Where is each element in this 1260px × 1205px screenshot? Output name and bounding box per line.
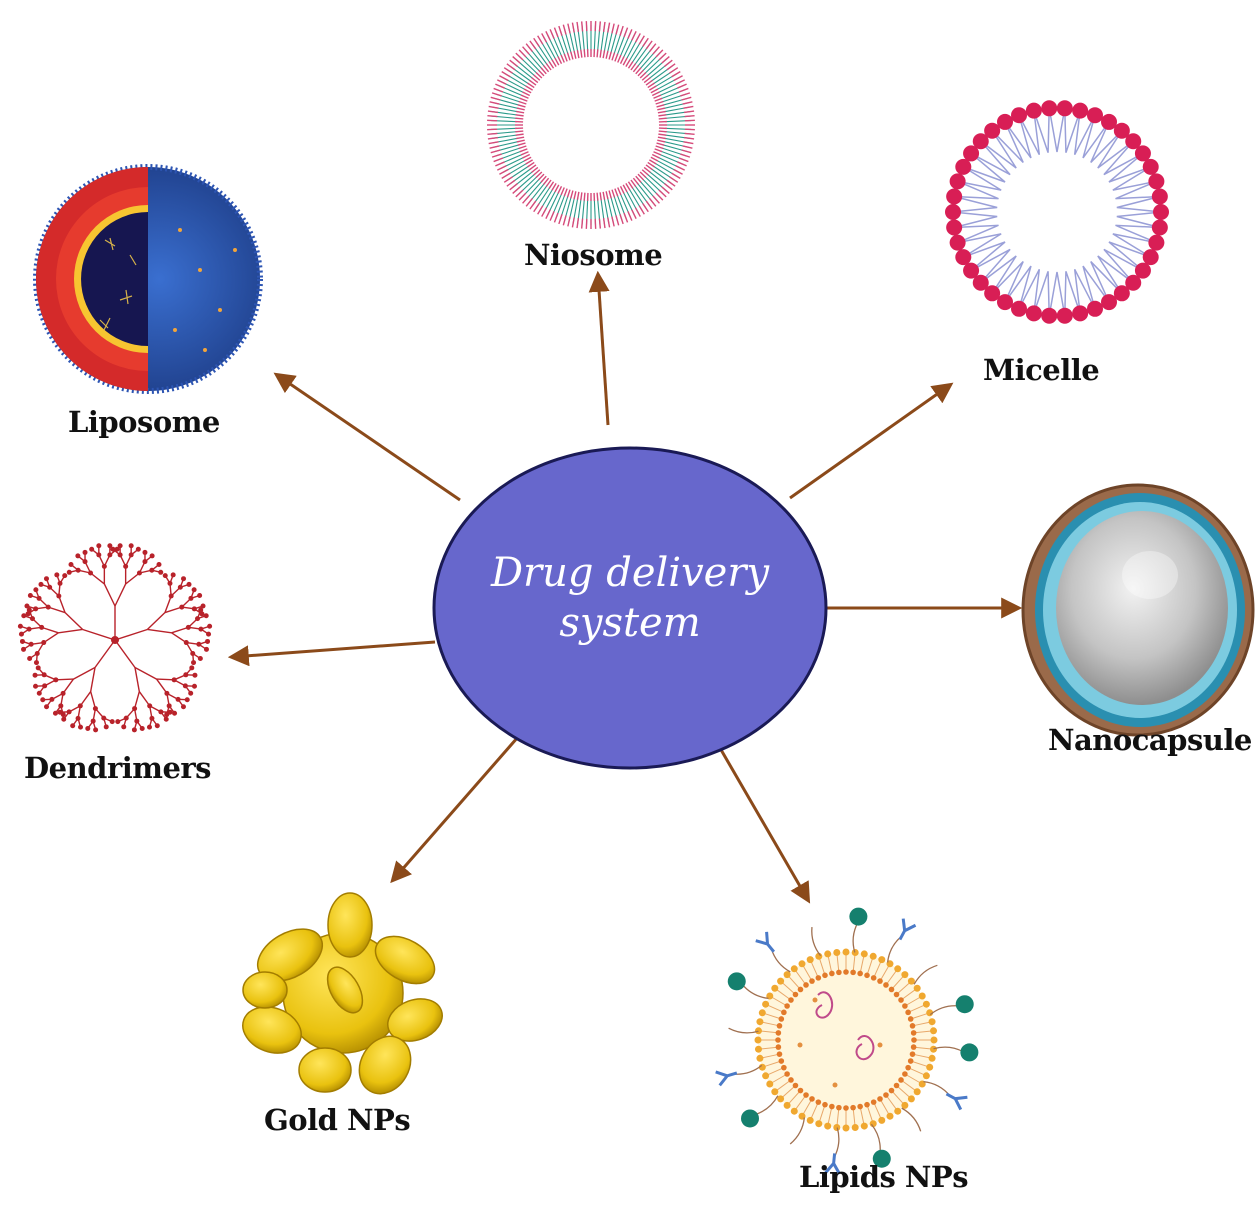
label-gold-nps: Gold NPs: [264, 1103, 411, 1137]
center-title-line1: Drug delivery: [490, 550, 770, 596]
center-node: [432, 446, 828, 770]
arrow-to-dendrimers: [227, 640, 436, 667]
label-liposome: Liposome: [68, 405, 220, 439]
dendrimer-icon: [17, 543, 213, 733]
lipids-nps-icon: [715, 907, 979, 1175]
niosome-icon: [487, 21, 695, 229]
center-title-line2: system: [559, 600, 701, 646]
arrow-to-micelle: [789, 382, 954, 500]
label-dendrimers: Dendrimers: [24, 751, 212, 785]
label-nanocapsule: Nanocapsule: [1048, 723, 1252, 757]
gold-nps-icon: [242, 892, 443, 1095]
arrow-to-lipids-nps: [718, 747, 811, 904]
arrow-to-liposome: [273, 372, 461, 502]
micelle-icon: [945, 100, 1169, 324]
label-lipids-nps: Lipids NPs: [799, 1160, 969, 1194]
arrows: [227, 270, 1023, 904]
label-niosome: Niosome: [524, 238, 663, 272]
liposome-icon: [33, 164, 263, 394]
center-title: Drug delivery system: [430, 548, 830, 648]
nanocapsule-icon: [1021, 483, 1255, 737]
arrow-to-gold-nps: [390, 736, 520, 884]
arrow-to-niosome: [588, 270, 610, 426]
label-micelle: Micelle: [983, 353, 1100, 387]
